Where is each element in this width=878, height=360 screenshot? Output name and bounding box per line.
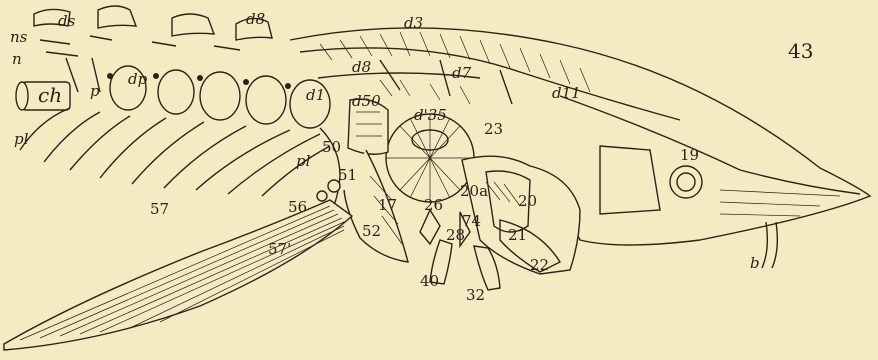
- label-20: 20: [518, 192, 537, 210]
- label-21: 21: [508, 226, 527, 244]
- label-b: b: [750, 254, 760, 272]
- label-p: p: [90, 82, 100, 100]
- label-d8: d8: [352, 58, 371, 76]
- label-ch: ch: [38, 83, 62, 107]
- label-d50: d50: [352, 92, 381, 110]
- label-ds: ds: [58, 12, 76, 30]
- label-57: 57: [150, 200, 169, 218]
- label-19: 19: [680, 146, 699, 164]
- label-d8-top: d8: [246, 10, 265, 28]
- label-d35: d'35: [414, 106, 447, 124]
- label-20a: 20a: [460, 182, 488, 200]
- label-23: 23: [484, 120, 503, 138]
- label-57-prime: 57': [268, 240, 291, 258]
- label-51: 51: [338, 166, 357, 184]
- figure-number: 43: [788, 39, 813, 63]
- ribs: [20, 108, 330, 196]
- label-ns: ns: [10, 28, 28, 46]
- label-40: 40: [420, 272, 439, 290]
- label-56: 56: [288, 198, 307, 216]
- label-pl-mid: pl: [296, 152, 311, 170]
- label-52: 52: [362, 222, 381, 240]
- label-d3: d3: [404, 14, 423, 32]
- label-d7: d7: [452, 64, 472, 82]
- label-pl-left: pl: [14, 130, 29, 148]
- label-n: n: [12, 50, 22, 68]
- label-22: 22: [530, 256, 549, 274]
- label-32: 32: [466, 286, 485, 304]
- label-17: 17: [378, 196, 397, 214]
- label-50: 50: [322, 138, 341, 156]
- label-d1: d1: [306, 86, 325, 104]
- label-26: 26: [424, 196, 443, 214]
- vertebrae: [66, 58, 330, 128]
- label-d11: d11: [552, 84, 581, 102]
- label-28: 28: [446, 226, 465, 244]
- pectoral-fin: [4, 200, 352, 350]
- label-dp: dp: [128, 70, 148, 88]
